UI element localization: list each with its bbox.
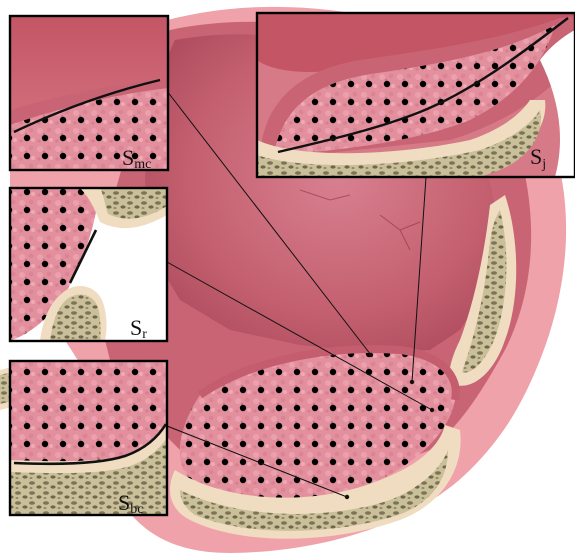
dot-r	[430, 408, 434, 412]
inset-sj: Sj	[257, 13, 575, 177]
dot-bc	[345, 495, 349, 499]
dot-j	[410, 380, 414, 384]
dot-mc	[369, 353, 373, 357]
inset-sbc: Sbc	[10, 361, 167, 517]
inset-sr: Sr	[10, 188, 167, 342]
inset-smc: Smc	[10, 16, 168, 172]
